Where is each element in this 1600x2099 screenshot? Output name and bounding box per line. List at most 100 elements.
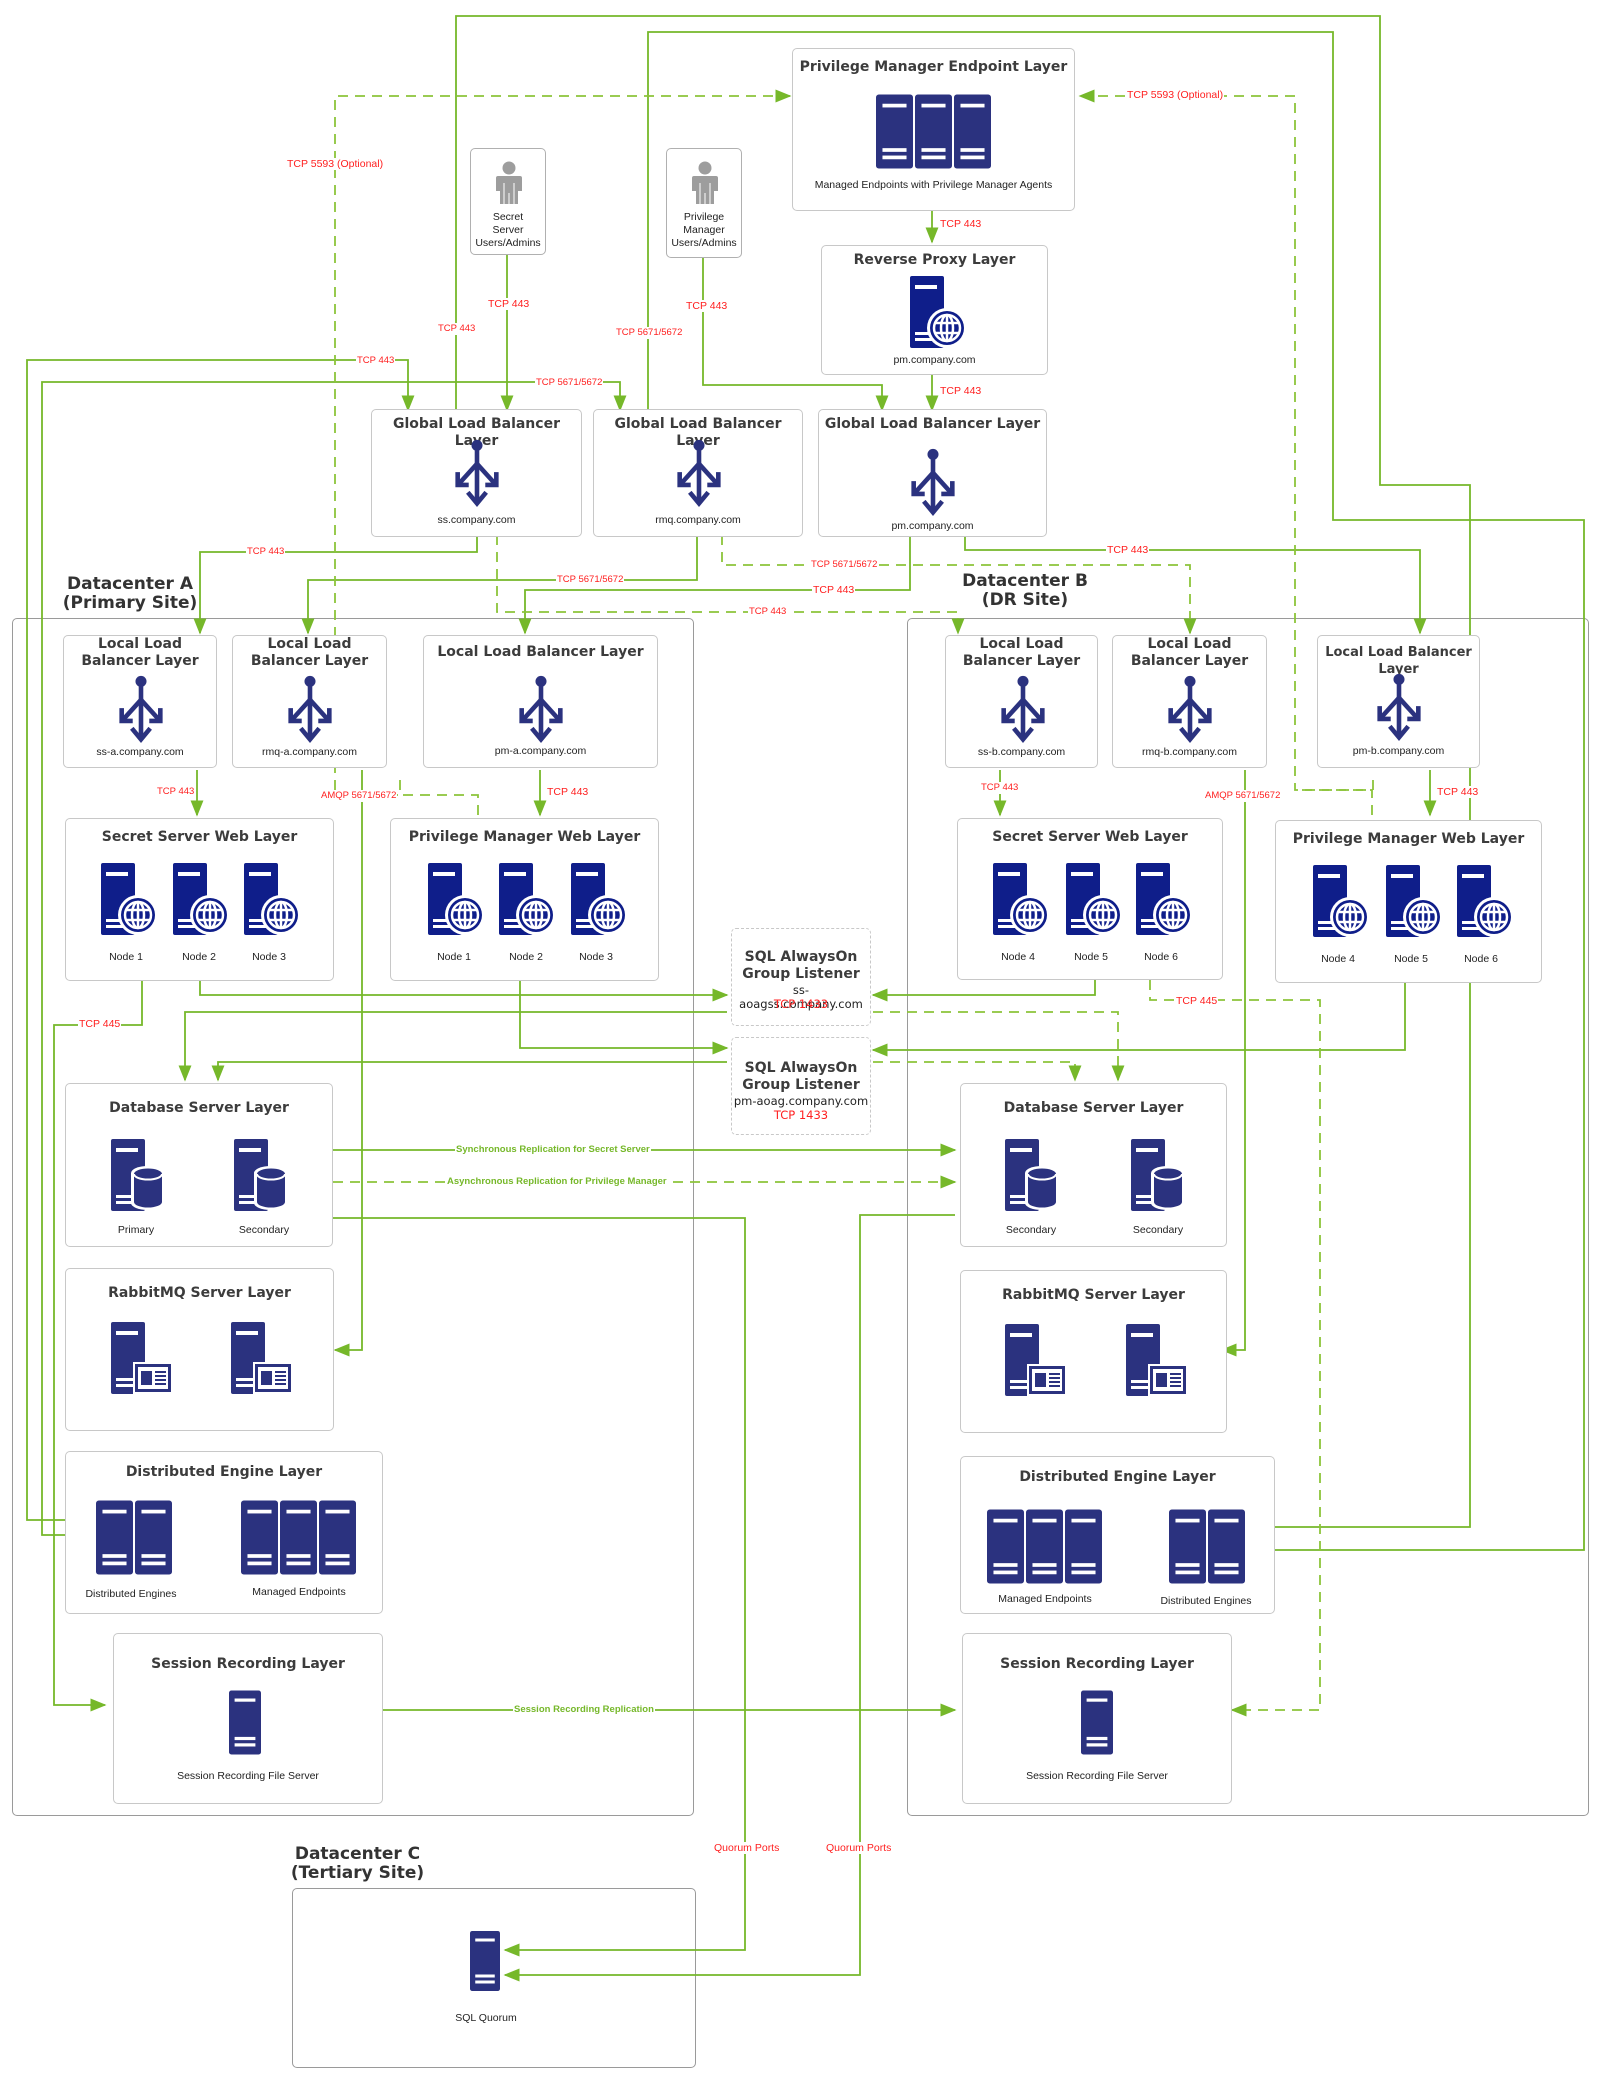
pm-web-b-title: Privilege Manager Web Layer: [1292, 831, 1525, 847]
db-layer-b[interactable]: Database Server Layer Secondary Secondar…: [960, 1083, 1227, 1247]
glb-pm-title: Global Load Balancer Layer: [824, 416, 1041, 432]
managed-endpoints-icon: [876, 94, 991, 169]
node-label: Node 6: [1464, 953, 1498, 965]
sql-listener-ss[interactable]: SQL AlwaysOn Group Listener ss-aoagss.co…: [731, 928, 871, 1026]
sr-layer-b[interactable]: Session Recording Layer Session Recordin…: [962, 1633, 1232, 1804]
llb-title-1: Local Load: [267, 636, 352, 652]
listener-title-1: SQL AlwaysOn: [744, 949, 858, 965]
de-a-title: Distributed Engine Layer: [125, 1464, 323, 1480]
web-server-icon: [1313, 865, 1369, 937]
pm-web-layer-a[interactable]: Privilege Manager Web Layer Node 1 Node …: [390, 818, 659, 981]
rabbitmq-server-icon: [111, 1322, 175, 1394]
node-label: Node 4: [1001, 951, 1035, 963]
load-balancer-icon: [676, 438, 722, 508]
label-async-replication: Asynchronous Replication for Privilege M…: [446, 1176, 668, 1188]
llb-pm-a[interactable]: Local Load Balancer Layer pm-a.company.c…: [423, 635, 658, 768]
listener-pm-host: pm-aoag.company.com: [733, 1094, 869, 1108]
label-outer-5671: TCP 5671/5672: [615, 327, 684, 339]
label-outer-443: TCP 443: [437, 323, 477, 335]
label-pm-users-443: TCP 443: [685, 300, 729, 312]
node-label: Node 2: [182, 951, 216, 963]
node-label: Node 1: [437, 951, 471, 963]
load-balancer-icon: [454, 438, 500, 508]
reverse-proxy-layer[interactable]: Reverse Proxy Layer pm.company.com: [821, 245, 1048, 375]
label-llb-pm-a-443: TCP 443: [546, 786, 590, 798]
llb-ss-a-caption: ss-a.company.com: [96, 746, 184, 758]
datacenter-a-title: Datacenter A (Primary Site): [60, 575, 200, 613]
ss-users-admins[interactable]: Secret Server Users/Admins: [470, 148, 546, 255]
rmq-layer-a[interactable]: RabbitMQ Server Layer: [65, 1268, 334, 1431]
node-label: Node 5: [1074, 951, 1108, 963]
de-layer-b[interactable]: Distributed Engine Layer Managed Endpoin…: [960, 1456, 1275, 1614]
pm-users-admins[interactable]: Privilege Manager Users/Admins: [666, 148, 742, 258]
glb-rmq[interactable]: Global Load Balancer Layer rmq.company.c…: [593, 409, 803, 537]
glb-ss[interactable]: Global Load Balancer Layer ss.company.co…: [371, 409, 582, 537]
load-balancer-icon: [518, 674, 564, 744]
label-amqp-b: AMQP 5671/5672: [1204, 790, 1282, 802]
label-5593-left: TCP 5593 (Optional): [286, 158, 385, 170]
label-de-glb-443: TCP 443: [356, 355, 396, 367]
db-server-label: Secondary: [238, 1224, 290, 1236]
listener-title-2: Group Listener: [742, 1077, 860, 1093]
label-llb-ss-a-443: TCP 443: [156, 786, 196, 798]
sql-listener-pm[interactable]: SQL AlwaysOn Group Listener pm-aoag.comp…: [731, 1037, 871, 1135]
glb-rmq-caption: rmq.company.com: [655, 514, 741, 526]
label-tcp445-a: TCP 445: [78, 1018, 122, 1030]
sr-layer-a[interactable]: Session Recording Layer Session Recordin…: [113, 1633, 383, 1804]
label-llb-pm-b-443: TCP 443: [1436, 786, 1480, 798]
de-layer-a[interactable]: Distributed Engine Layer Distributed Eng…: [65, 1451, 383, 1614]
label-ss-users-443: TCP 443: [487, 298, 531, 310]
node-label: Node 2: [509, 951, 543, 963]
llb-rmq-a[interactable]: Local Load Balancer Layer rmq-a.company.…: [232, 635, 387, 768]
web-server-icon: [1136, 863, 1192, 935]
label-glb-rmq-b-5671: TCP 5671/5672: [810, 559, 879, 571]
glb-ss-caption: ss.company.com: [437, 514, 516, 526]
web-server-icon: [101, 863, 157, 935]
rmq-layer-b[interactable]: RabbitMQ Server Layer: [960, 1270, 1227, 1433]
ss-web-layer-a[interactable]: Secret Server Web Layer Node 1 Node 2 No…: [65, 818, 334, 981]
llb-ss-a[interactable]: Local Load Balancer Layer ss-a.company.c…: [63, 635, 217, 768]
listener-title-2: Group Listener: [742, 966, 860, 982]
node-label: Node 4: [1321, 953, 1355, 965]
database-server-icon: [111, 1139, 167, 1211]
load-balancer-icon: [287, 674, 333, 744]
rmq-b-title: RabbitMQ Server Layer: [1002, 1287, 1185, 1303]
datacenter-a-role: (Primary Site): [62, 593, 198, 613]
db-layer-a[interactable]: Database Server Layer Primary Secondary: [65, 1083, 333, 1247]
rabbitmq-server-icon: [1126, 1324, 1190, 1396]
pm-users-line2: Manager: [683, 224, 725, 236]
web-server-icon: [910, 276, 966, 348]
pm-endpoint-layer[interactable]: Privilege Manager Endpoint Layer Managed…: [792, 48, 1075, 211]
llb-title-2: Balancer Layer: [250, 653, 369, 669]
llb-rmq-b[interactable]: Local Load Balancer Layer rmq-b.company.…: [1112, 635, 1267, 768]
sql-quorum-server[interactable]: SQL Quorum: [455, 1924, 546, 2034]
glb-pm[interactable]: Global Load Balancer Layer pm.company.co…: [818, 409, 1047, 537]
sr-a-title: Session Recording Layer: [151, 1656, 345, 1672]
de-a-left-caption: Distributed Engines: [85, 1588, 177, 1600]
web-server-icon: [571, 863, 627, 935]
pm-web-layer-b[interactable]: Privilege Manager Web Layer Node 4 Node …: [1275, 820, 1542, 983]
llb-ss-b[interactable]: Local Load Balancer Layer ss-b.company.c…: [945, 635, 1098, 768]
label-quorum-b: Quorum Ports: [825, 1842, 893, 1854]
label-glb-ss-a-443: TCP 443: [246, 546, 286, 558]
llb-pm-a-title: Local Load Balancer Layer: [437, 644, 644, 660]
user-icon: [691, 161, 719, 205]
pm-users-line1: Privilege: [683, 211, 725, 223]
llb-pm-b-caption: pm-b.company.com: [1352, 745, 1445, 757]
ss-web-layer-b[interactable]: Secret Server Web Layer Node 4 Node 5 No…: [957, 818, 1223, 980]
datacenter-b-name: Datacenter B: [962, 571, 1088, 591]
distributed-engines-icon: [96, 1500, 172, 1575]
label-tcp445-b: TCP 445: [1175, 995, 1219, 1007]
datacenter-a-name: Datacenter A: [66, 574, 193, 594]
llb-rmq-a-title: Local Load Balancer Layer: [233, 636, 386, 670]
label-glb-ss-b-443: TCP 443: [748, 606, 788, 618]
database-server-icon: [1005, 1139, 1061, 1211]
label-endpoint-proxy-443: TCP 443: [939, 218, 983, 230]
label-de-glb-5671: TCP 5671/5672: [535, 377, 604, 389]
node-label: Node 5: [1394, 953, 1428, 965]
node-label: Node 1: [109, 951, 143, 963]
listener-pm-title: SQL AlwaysOn Group Listener: [732, 1060, 870, 1094]
web-server-icon: [1457, 865, 1513, 937]
llb-pm-b[interactable]: Local Load Balancer Layer pm-b.company.c…: [1317, 635, 1480, 768]
ss-users-label: Secret Server Users/Admins: [471, 211, 545, 250]
